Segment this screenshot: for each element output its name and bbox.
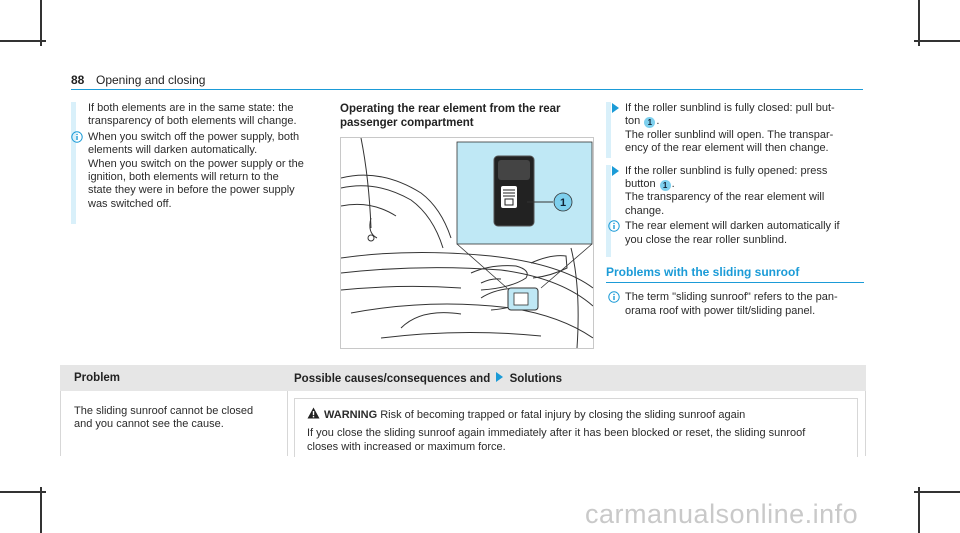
- door-drawing: 1: [341, 138, 593, 348]
- header-text: Possible causes/consequences and: [294, 373, 491, 385]
- step-bar: [606, 102, 611, 158]
- problem-cell: The sliding sunroof cannot be closed and…: [74, 405, 280, 432]
- page-title: Opening and closing: [96, 73, 206, 87]
- problems-section: Problems with the sliding sunroof The te…: [606, 265, 864, 318]
- header-text: Solutions: [509, 373, 563, 385]
- crop-mark: [914, 491, 960, 493]
- info-line: The rear element will darken automatical…: [625, 220, 840, 233]
- info-icon: [608, 220, 620, 232]
- step-text: .: [671, 178, 675, 191]
- step-line: ency of the rear element will then chang…: [625, 142, 829, 155]
- section-heading: Operating the rear element from the rear…: [340, 102, 600, 130]
- table-header: Problem Possible causes/consequences and…: [60, 365, 866, 391]
- step-bar: [606, 164, 611, 257]
- step-line: If the roller sunblind is fully opened: …: [625, 164, 828, 177]
- note-line: If both elements are in the same state: …: [88, 102, 294, 114]
- step-line: ton 1.: [625, 115, 864, 129]
- info-line: elements will darken automatically.: [88, 144, 258, 157]
- step-arrow-icon: [612, 165, 619, 176]
- info-icon: [71, 131, 83, 143]
- heading-line: Operating the rear element from the rear: [340, 103, 561, 115]
- right-column: If the roller sunblind is fully closed: …: [606, 102, 864, 318]
- watermark: carmanualsonline.info: [585, 499, 859, 529]
- header-rule: [71, 89, 863, 90]
- step-line: If the roller sunblind is fully closed: …: [625, 102, 835, 114]
- problem-line: and you cannot see the cause.: [74, 418, 224, 431]
- info-note: The term "sliding sunroof" refers to the…: [608, 291, 864, 318]
- step-pull-button: If the roller sunblind is fully closed: …: [606, 102, 864, 158]
- step-line: The transparency of the rear element wil…: [625, 191, 825, 204]
- problems-rule: [606, 282, 864, 284]
- warning-line: If you close the sliding sunroof again i…: [307, 427, 806, 440]
- warning-icon: [307, 407, 320, 419]
- page-number: 88: [71, 73, 85, 87]
- problems-table: Problem Possible causes/consequences and…: [60, 365, 866, 457]
- step-text: ton: [625, 115, 641, 128]
- warning-content: WARNING Risk of becoming trapped or fata…: [307, 407, 852, 454]
- info-note: When you switch off the power supply, bo…: [71, 130, 326, 211]
- step-press-button: If the roller sunblind is fully opened: …: [606, 164, 864, 257]
- info-line: you close the rear roller sunblind.: [625, 233, 788, 246]
- table-border: [865, 391, 866, 456]
- note-line: transparency of both elements will chang…: [88, 115, 297, 128]
- figure-callout-1: 1: [560, 197, 566, 209]
- warning-title: Risk of becoming trapped or fatal injury…: [380, 409, 746, 421]
- column-header-solutions: Possible causes/consequences and Solutio…: [294, 372, 562, 385]
- warning-box: WARNING Risk of becoming trapped or fata…: [294, 398, 858, 457]
- rear-door-illustration: 1: [340, 137, 594, 349]
- table-border: [60, 391, 61, 456]
- info-line: The term "sliding sunroof" refers to the…: [625, 291, 838, 304]
- crop-mark: [914, 40, 960, 42]
- step-line: button 1.: [625, 178, 864, 192]
- info-line: When you switch on the power supply or t…: [88, 157, 304, 170]
- callout-1: 1: [659, 180, 671, 192]
- crop-mark: [918, 487, 920, 533]
- warning-line: closes with increased or maximum force.: [307, 440, 506, 453]
- callout-1: 1: [644, 117, 656, 129]
- crop-mark: [918, 0, 920, 46]
- crop-mark: [40, 487, 42, 533]
- column-header-problem: Problem: [74, 372, 121, 384]
- step-arrow-icon: [612, 103, 619, 113]
- step-line: The roller sunblind will open. The trans…: [625, 128, 834, 141]
- warning-heading: WARNING Risk of becoming trapped or fata…: [307, 407, 852, 422]
- step-text: .: [656, 115, 660, 128]
- state-note: If both elements are in the same state: …: [71, 102, 326, 224]
- info-line: orama roof with power tilt/sliding panel…: [625, 304, 816, 317]
- heading-line: passenger compartment: [340, 117, 474, 129]
- solution-arrow-icon: [496, 372, 504, 382]
- info-line: When you switch off the power supply, bo…: [88, 130, 300, 143]
- step-line: change.: [625, 204, 665, 217]
- info-icon: [608, 291, 620, 304]
- crop-mark: [0, 491, 46, 493]
- table-divider: [287, 391, 288, 456]
- crop-mark: [40, 0, 42, 46]
- step-text: button: [625, 178, 656, 191]
- problems-heading: Problems with the sliding sunroof: [606, 265, 800, 280]
- info-line: state they were in before the power supp…: [88, 184, 295, 197]
- info-note: The rear element will darken automatical…: [608, 220, 864, 247]
- crop-mark: [0, 40, 46, 42]
- info-line: was switched off.: [88, 197, 172, 210]
- info-line: ignition, both elements will return to t…: [88, 171, 279, 184]
- problem-line: The sliding sunroof cannot be closed: [74, 405, 254, 417]
- note-bar: [71, 102, 76, 224]
- warning-label: WARNING: [324, 409, 378, 421]
